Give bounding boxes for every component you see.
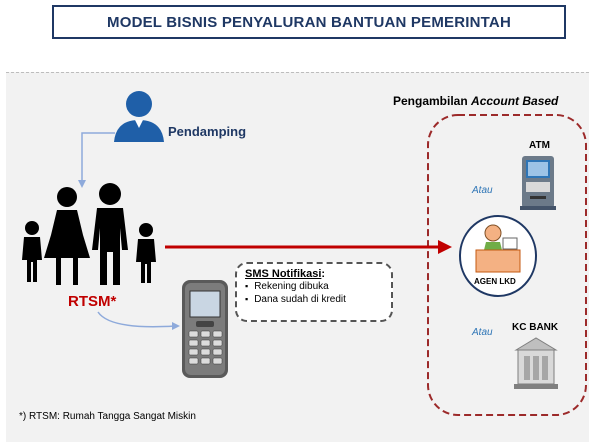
atau-label-2: Atau: [472, 327, 493, 338]
pengambilan-prefix: Pengambilan: [393, 94, 472, 108]
agen-lkd-icon: [459, 215, 537, 297]
sms-item: Rekening dibuka: [245, 280, 383, 293]
pendamping-connector: [81, 132, 115, 183]
rtsm-label: RTSM*: [68, 293, 117, 310]
atm-label: ATM: [529, 140, 550, 151]
phone-connector: [97, 311, 176, 328]
sms-title: SMS Notifikasi:: [245, 268, 383, 280]
main-arrow-head: [438, 240, 452, 254]
sms-list: Rekening dibuka Dana sudah di kredit: [245, 280, 383, 306]
atm-icon: [520, 156, 556, 210]
page-title: MODEL BISNIS PENYALURAN BANTUAN PEMERINT…: [107, 13, 511, 31]
pengambilan-italic: Account Based: [471, 94, 559, 108]
pengambilan-label: Pengambilan Account Based: [393, 94, 558, 108]
family-icon: [22, 183, 156, 285]
sms-title-suffix: :: [321, 268, 326, 280]
mobile-phone-icon: [182, 280, 228, 378]
title-box: MODEL BISNIS PENYALURAN BANTUAN PEMERINT…: [52, 5, 566, 39]
sms-item: Dana sudah di kredit: [245, 293, 383, 306]
kc-bank-icon: [514, 337, 558, 389]
pendamping-icon: [114, 91, 164, 142]
sms-title-text: SMS Notifikasi: [245, 268, 322, 280]
agen-lkd-label: AGEN LKD: [474, 277, 516, 286]
kc-bank-label: KC BANK: [512, 322, 559, 333]
pendamping-label: Pendamping: [168, 124, 247, 139]
sms-notification-box: SMS Notifikasi: Rekening dibuka Dana sud…: [235, 262, 393, 322]
atau-label-1: Atau: [472, 185, 493, 196]
footnote: *) RTSM: Rumah Tangga Sangat Miskin: [19, 411, 196, 422]
account-based-region: [427, 114, 587, 416]
